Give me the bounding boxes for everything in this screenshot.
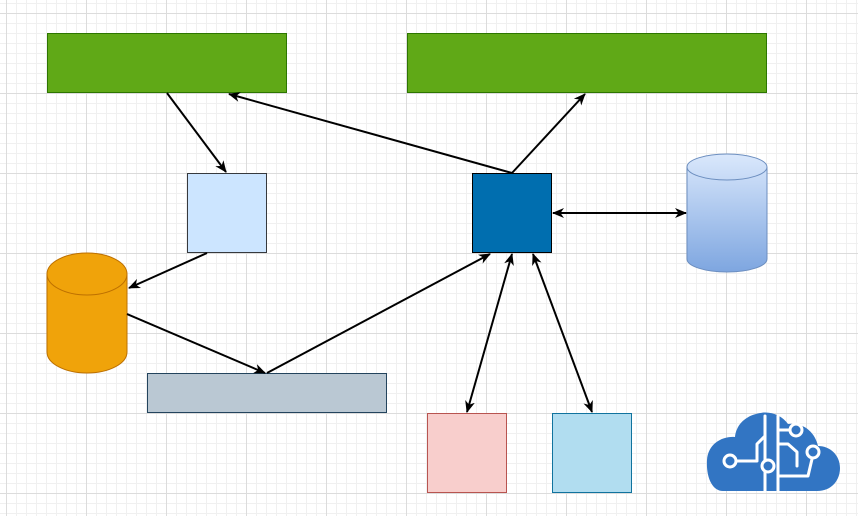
edge-dark-blue-to-green-left[interactable] (228, 92, 513, 174)
blue-database[interactable] (686, 153, 768, 273)
edge-dark-blue-pink-square[interactable] (465, 253, 514, 413)
edge-orange-database-to-gray-bar[interactable] (126, 313, 266, 374)
gray-bar[interactable] (147, 373, 387, 413)
edge-gray-bar-to-dark-blue[interactable] (266, 253, 491, 374)
dark-blue-square[interactable] (472, 173, 552, 253)
cyan-square[interactable] (552, 413, 632, 493)
edge-dark-blue-to-green-right[interactable] (511, 93, 586, 174)
edge-dark-blue-cyan-square[interactable] (532, 253, 593, 413)
edge-light-blue-to-orange-database[interactable] (128, 252, 208, 289)
pink-square[interactable] (427, 413, 507, 493)
edge-green-left-to-light-blue[interactable] (166, 92, 227, 173)
cloud-circuit-icon (706, 412, 840, 493)
green-bar-right[interactable] (407, 33, 767, 93)
green-bar-left[interactable] (47, 33, 287, 93)
orange-database[interactable] (46, 252, 128, 374)
light-blue-square[interactable] (187, 173, 267, 253)
